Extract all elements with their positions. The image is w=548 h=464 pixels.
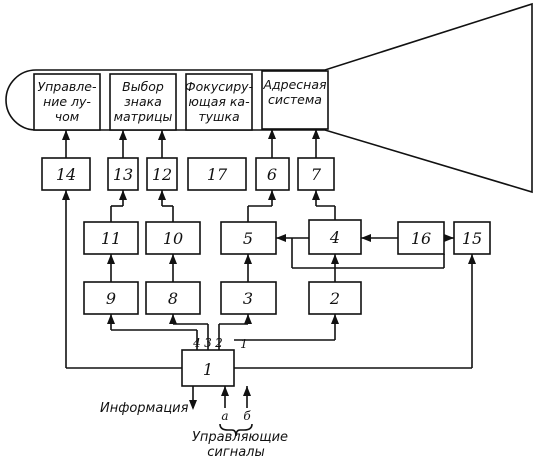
beam-control-label-2: ние лу- <box>43 94 91 109</box>
block-15-label: 15 <box>462 229 482 248</box>
block-7 <box>297 157 335 191</box>
control-signals-label-1: Управляющие <box>192 430 288 445</box>
control-a-label: а <box>221 409 228 423</box>
block-13-label: 13 <box>113 165 133 184</box>
control-signals-label-2: сигналы <box>207 445 264 460</box>
block-14-label: 14 <box>56 165 76 184</box>
block-3-label: 3 <box>243 289 253 308</box>
information-label: Информация <box>100 401 189 416</box>
char-select-box <box>109 73 177 131</box>
block-10-label: 10 <box>163 229 183 248</box>
block-1-label: 1 <box>203 360 213 379</box>
block-10 <box>145 221 201 255</box>
port-label-1: 1 <box>240 337 248 351</box>
control-b-label: б <box>243 409 251 423</box>
address-system-label-2: система <box>268 92 322 107</box>
block-6 <box>255 157 290 191</box>
block-17-label: 17 <box>207 165 228 184</box>
char-select-label-2: знака <box>124 94 162 109</box>
block-12-label: 12 <box>152 165 172 184</box>
block-1 <box>181 349 235 387</box>
block-12 <box>146 157 178 191</box>
focus-coil-box <box>185 73 253 131</box>
block-16-label: 16 <box>411 229 431 248</box>
focus-coil-label-3: тушка <box>198 109 239 124</box>
block-8-label: 8 <box>168 289 178 308</box>
block-11 <box>83 221 139 255</box>
block-13 <box>107 157 139 191</box>
beam-control-box <box>33 73 101 131</box>
block-2-label: 2 <box>329 289 340 308</box>
block-14 <box>41 157 91 191</box>
beam-control-label-3: чом <box>55 109 79 124</box>
beam-control-label-1: Управле- <box>38 79 97 94</box>
block-9-label: 9 <box>106 289 116 308</box>
focus-coil-label-2: ющая ка- <box>188 94 250 109</box>
block-8 <box>145 281 201 315</box>
block-6-label: 6 <box>267 165 277 184</box>
block-11-label: 11 <box>101 229 121 248</box>
block-17 <box>187 157 247 191</box>
address-system-label-1: Адресная <box>262 77 327 92</box>
char-select-label-3: матрицы <box>114 109 173 124</box>
block-4-label: 4 <box>329 228 340 247</box>
focus-coil-label-1: Фокусиру- <box>185 79 254 94</box>
address-system-box <box>261 70 329 130</box>
arrowheads <box>62 129 476 410</box>
control-brace <box>219 423 253 437</box>
char-select-label-1: Выбор <box>122 79 164 94</box>
block-7-label: 7 <box>311 165 322 184</box>
block-5-label: 5 <box>243 229 253 248</box>
